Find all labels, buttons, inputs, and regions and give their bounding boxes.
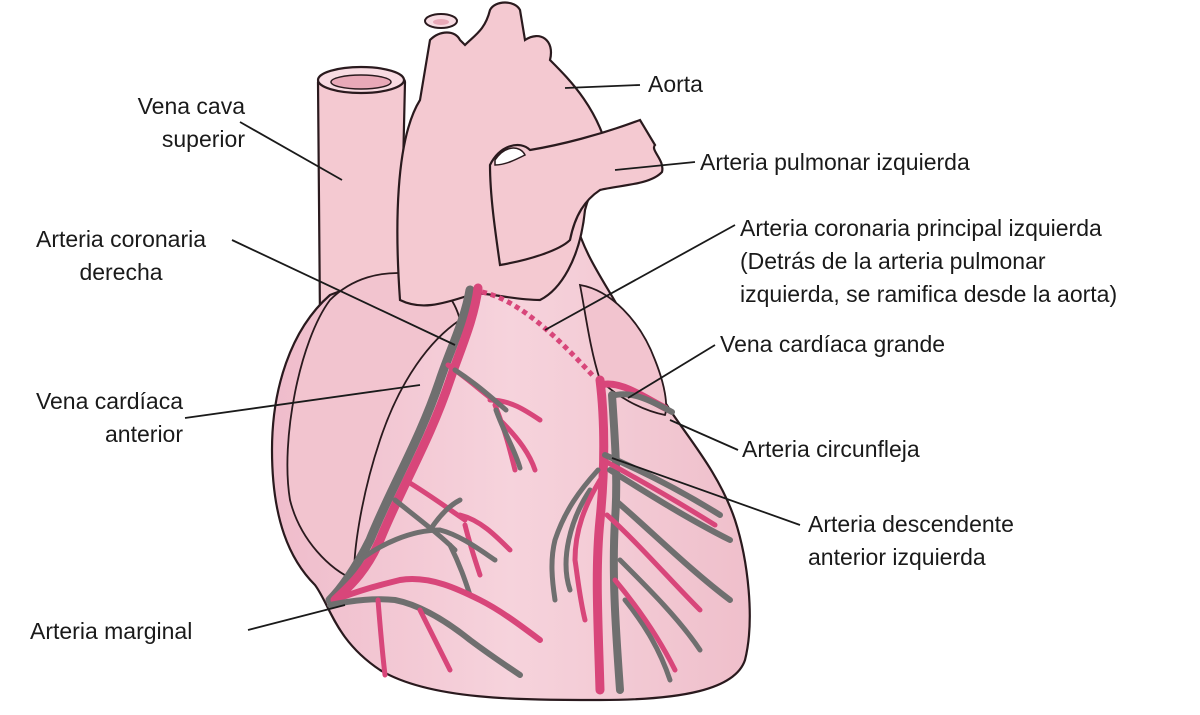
leader-aorta — [564, 84, 641, 89]
label-line: Vena cardíaca — [35, 388, 183, 414]
leader-cardiaca-grande — [627, 344, 716, 399]
label-vena-cardiaca-anterior: Vena cardíaca anterior — [0, 385, 183, 451]
label-line: superior — [161, 126, 245, 152]
label-arteria-descendente-anterior-izquierda: Arteria descendente anterior izquierda — [808, 508, 1014, 574]
left-main-coronary-hidden — [481, 289, 597, 380]
leader-coronaria-derecha — [231, 239, 456, 346]
label-line: (Detrás de la arteria pulmonar — [740, 248, 1046, 274]
leader-lines — [184, 84, 801, 631]
leader-cardiaca-anterior — [184, 384, 421, 419]
pulmonary-artery-left — [488, 118, 664, 267]
right-coronary-system — [325, 283, 543, 678]
label-line: anterior izquierda — [808, 544, 986, 570]
leader-vena-cava — [239, 121, 343, 181]
left-coronary-system — [549, 375, 733, 695]
label-line: Arteria descendente — [808, 511, 1014, 537]
label-line: anterior — [105, 421, 183, 447]
left-auricle — [578, 283, 668, 417]
label-aorta: Aorta — [648, 71, 703, 97]
label-arteria-marginal: Arteria marginal — [30, 618, 193, 644]
label-line: Vena cava — [137, 93, 245, 119]
label-line: izquierda, se ramifica desde la aorta) — [740, 281, 1118, 307]
label-line: derecha — [79, 259, 163, 285]
label-arteria-coronaria-principal-izquierda: Arteria coronaria principal izquierda (D… — [740, 212, 1117, 311]
leader-coronaria-principal — [544, 224, 736, 331]
label-vena-cardiaca-grande: Vena cardíaca grande — [720, 331, 946, 357]
leader-circunfleja — [669, 419, 739, 451]
leader-pulmonar — [614, 161, 696, 171]
label-line: Arteria coronaria — [35, 226, 207, 252]
label-arteria-coronaria-derecha: Arteria coronaria derecha — [5, 223, 237, 289]
label-line: Arteria coronaria principal izquierda — [740, 215, 1102, 241]
label-vena-cava-superior: Vena cava superior — [70, 90, 245, 156]
label-arteria-circunfleja: Arteria circunfleja — [742, 436, 920, 462]
leader-descendente — [611, 457, 801, 526]
leader-marginal — [247, 604, 346, 631]
label-arteria-pulmonar-izquierda: Arteria pulmonar izquierda — [700, 149, 970, 175]
